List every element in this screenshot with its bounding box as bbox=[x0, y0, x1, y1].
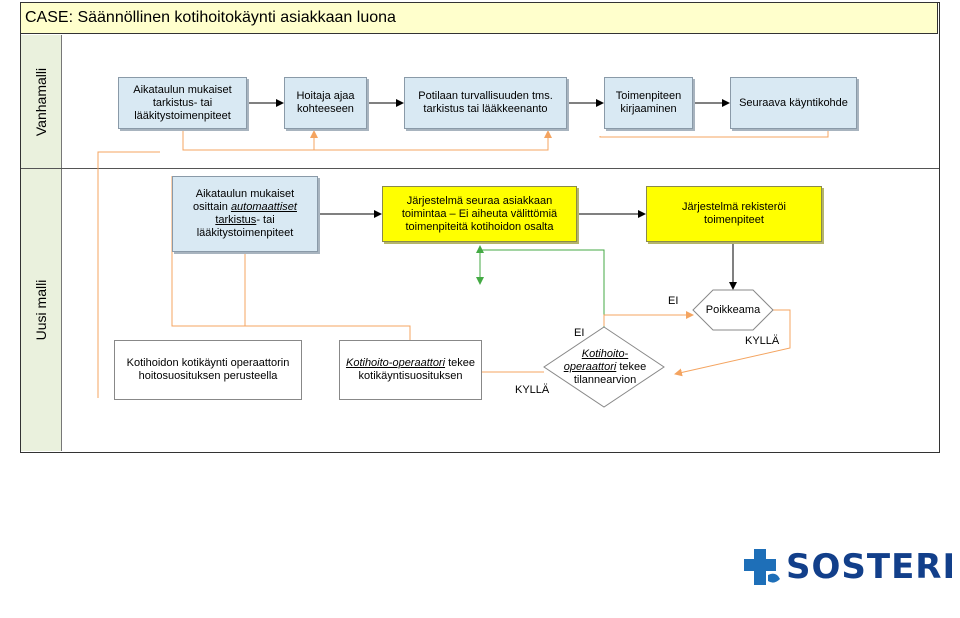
new-step-auto-text: Aikataulun mukaiset osittain automaattis… bbox=[193, 188, 297, 239]
green-loop bbox=[476, 249, 605, 327]
orange-kylla-2 bbox=[674, 309, 791, 377]
deviation-hexagon bbox=[692, 289, 774, 331]
lane-old-model: Vanhamalli bbox=[21, 35, 62, 168]
diagram-title: CASE: Säännöllinen kotihoitokäynti asiak… bbox=[20, 2, 938, 34]
feedback-old-c bbox=[599, 130, 829, 138]
orange-eval-ei bbox=[603, 311, 694, 326]
old-step-drive: Hoitaja ajaa kohteeseen bbox=[284, 77, 367, 129]
feedback-old-a bbox=[182, 128, 318, 151]
sosteri-logo: SOSTERI bbox=[742, 545, 955, 589]
lane-new-model: Uusi malli bbox=[21, 169, 62, 451]
label-kylla-1: KYLLÄ bbox=[745, 335, 780, 347]
old-step-next: Seuraava käyntikohde bbox=[730, 77, 857, 129]
sosteri-logo-text: SOSTERI bbox=[786, 547, 957, 587]
connector-old-new bbox=[97, 151, 160, 398]
operator-recommendation: Kotihoito-operaattori tekee kotikäyntisu… bbox=[339, 340, 482, 400]
decision-text-inner: Kotihoito-operaattori tekee tilannearvio… bbox=[563, 347, 647, 386]
lane-divider bbox=[21, 168, 939, 169]
new-step-auto: Aikataulun mukaiset osittain automaattis… bbox=[172, 176, 318, 252]
system-monitor: Järjestelmä seuraa asiakkaan toimintaa –… bbox=[382, 186, 577, 242]
old-step-schedule: Aikataulun mukaiset tarkistus- tai lääki… bbox=[118, 77, 247, 129]
home-visit: Kotihoidon kotikäynti operaattorin hoito… bbox=[114, 340, 302, 400]
sosteri-cross-icon bbox=[744, 549, 780, 585]
decision-text: Kotihoito-operaattori tekee tilannearvio… bbox=[560, 344, 650, 390]
old-step-check: Potilaan turvallisuuden tms. tarkistus t… bbox=[404, 77, 567, 129]
label-ei-2: EI bbox=[574, 327, 585, 339]
feedback-old-b bbox=[314, 130, 552, 151]
label-ei-1: EI bbox=[668, 295, 679, 307]
operator-recommendation-text: Kotihoito-operaattori tekee kotikäyntisu… bbox=[345, 357, 476, 382]
decision-diamond bbox=[543, 326, 665, 408]
system-register: Järjestelmä rekisteröi toimenpiteet bbox=[646, 186, 822, 242]
label-kylla-2: KYLLÄ bbox=[515, 384, 550, 396]
deviation-label: Poikkeama bbox=[705, 303, 761, 316]
old-step-record: Toimenpiteen kirjaaminen bbox=[604, 77, 693, 129]
